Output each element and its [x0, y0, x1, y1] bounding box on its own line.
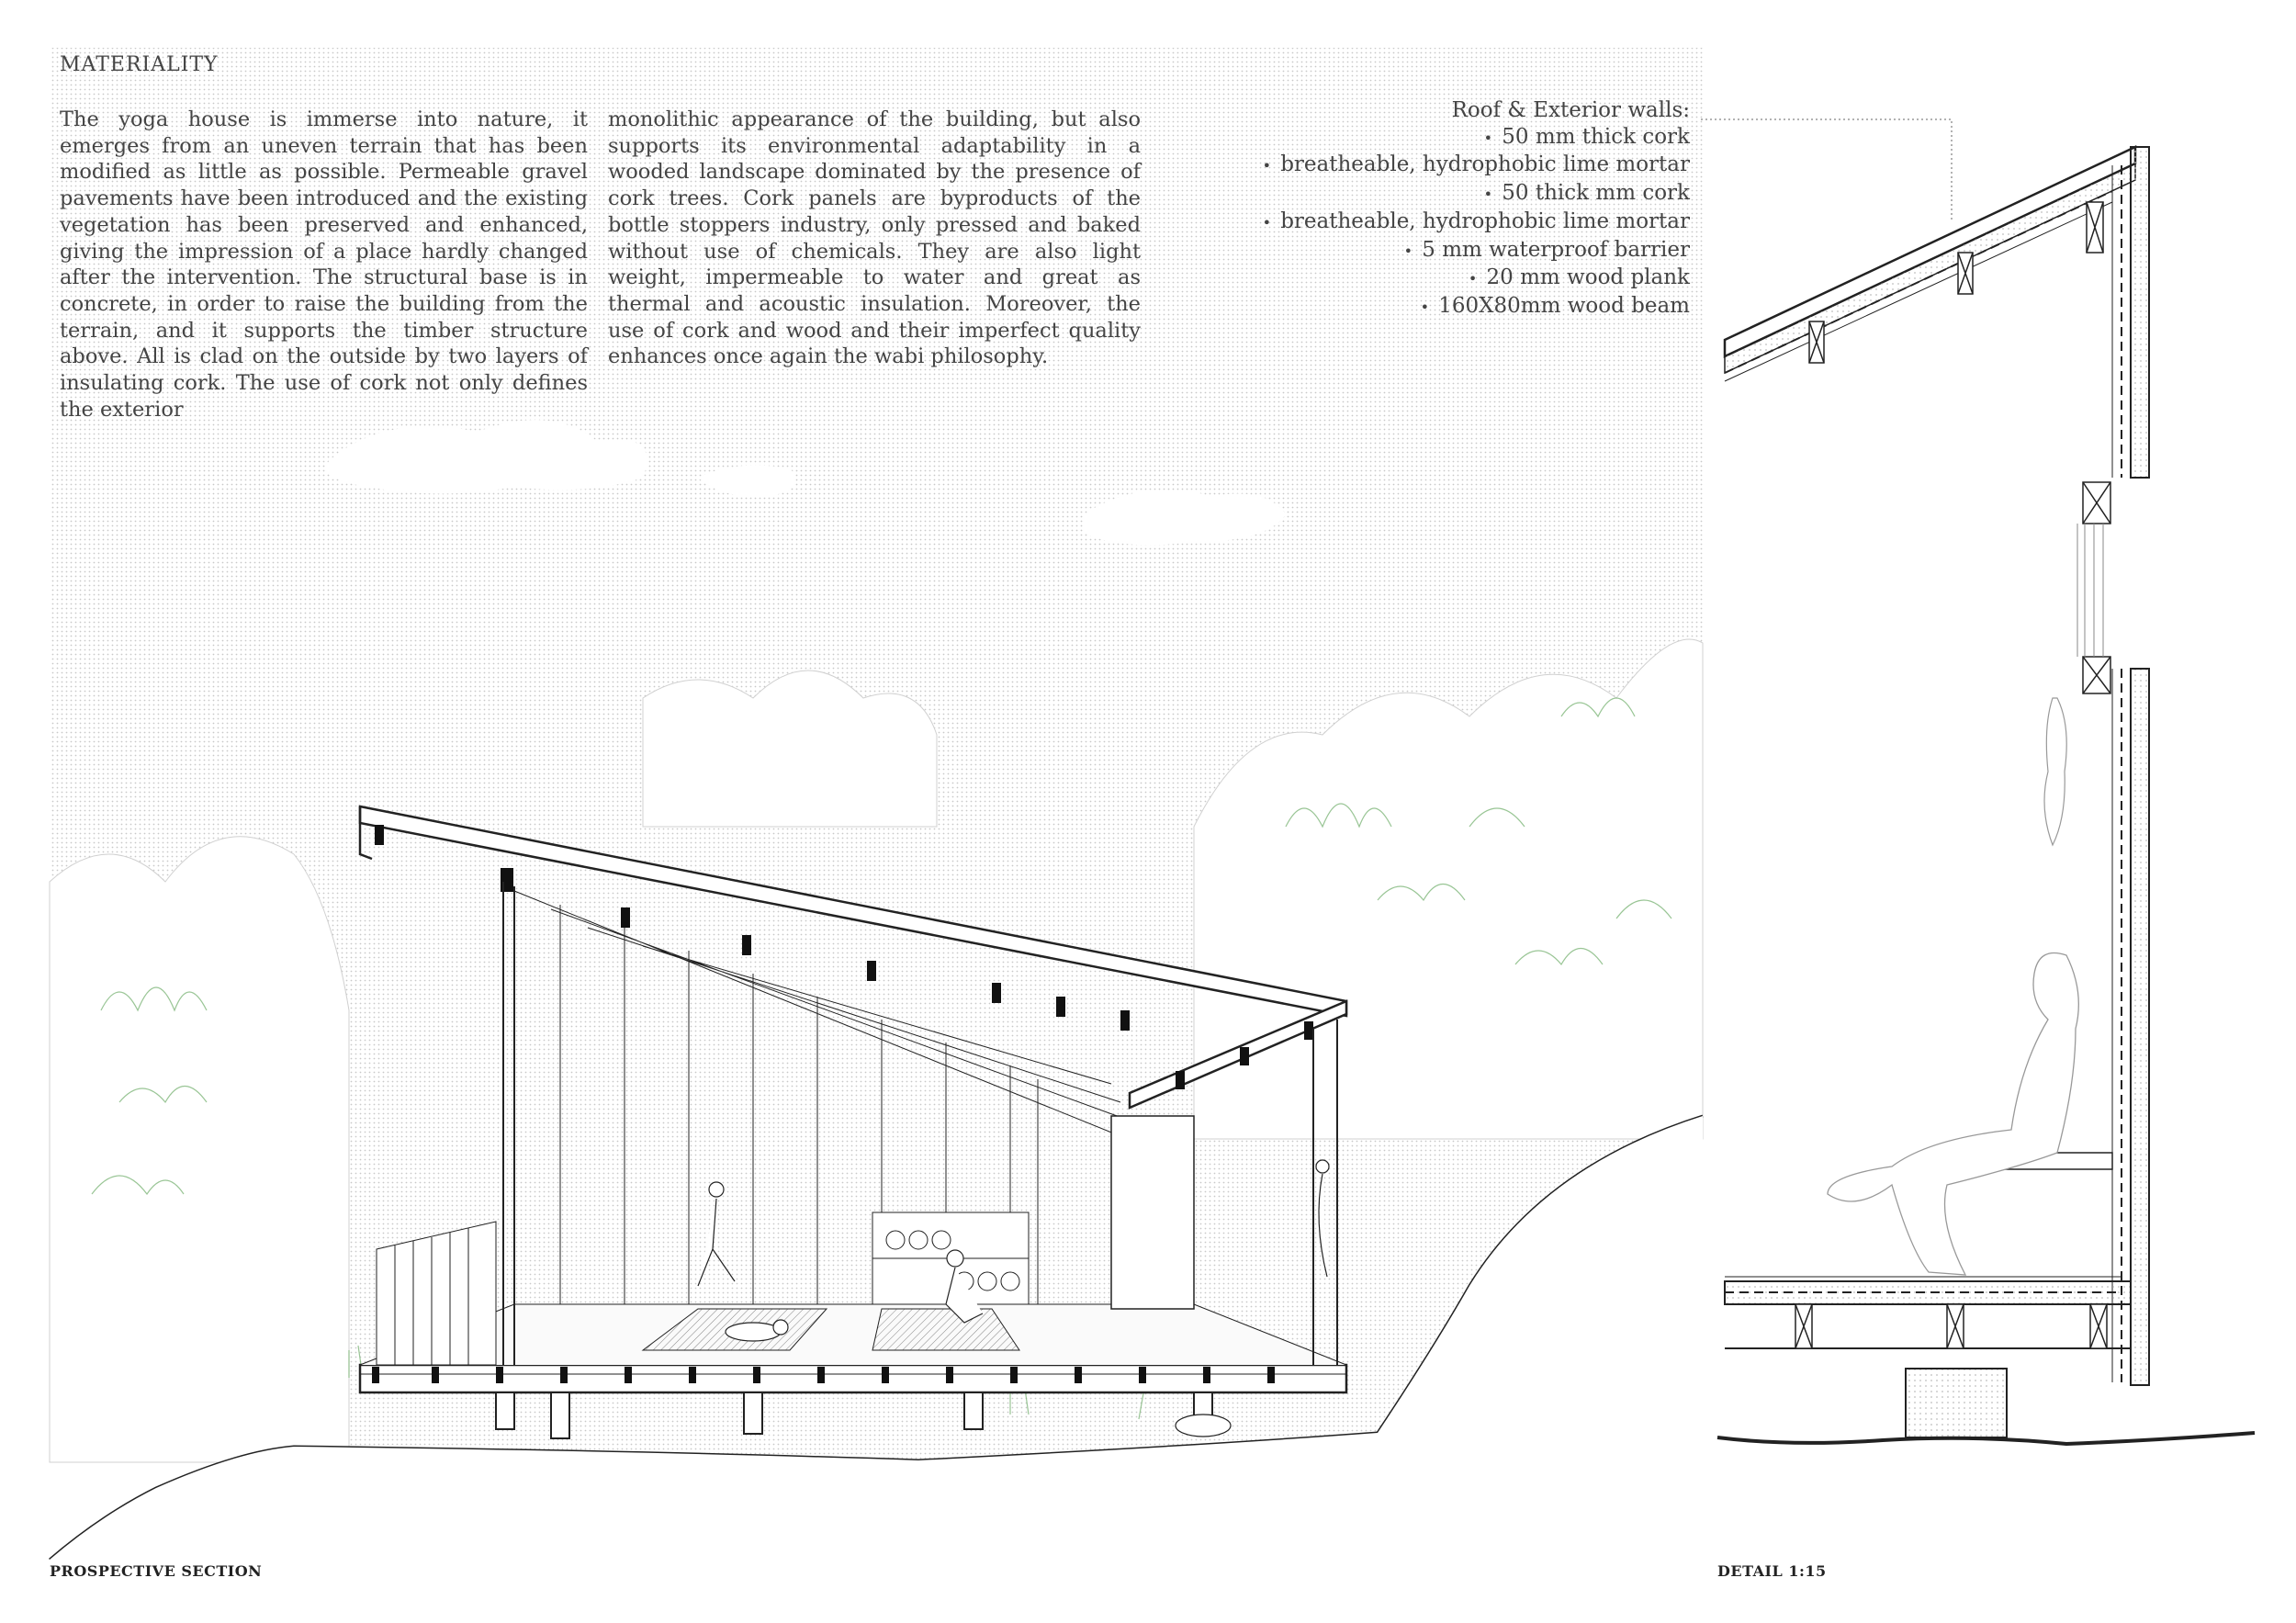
specification-heading: Roof & Exterior walls: [1451, 98, 1690, 122]
materiality-column-2: monolithic appearance of the building, b… [608, 107, 1141, 370]
layer-list: 50 mm thick cork breatheable, hydrophobi… [1263, 124, 1690, 321]
layer-item: 50 mm thick cork [1263, 124, 1690, 152]
layer-item: 5 mm waterproof barrier [1263, 237, 1690, 265]
detail-label: DETAIL 1:15 [1717, 1562, 1827, 1580]
layer-specification: Roof & Exterior walls: 50 mm thick cork … [1263, 97, 1690, 321]
materiality-paragraph-2: monolithic appearance of the building, b… [608, 107, 1141, 369]
house-section [358, 805, 1348, 1439]
layer-item: breatheable, hydrophobic lime mortar [1263, 209, 1690, 237]
materiality-paragraph-1: The yoga house is immerse into nature, i… [60, 107, 588, 422]
layer-item: 20 mm wood plank [1263, 265, 1690, 293]
materiality-column-1: The yoga house is immerse into nature, i… [60, 107, 588, 423]
materiality-title: MATERIALITY [60, 53, 219, 76]
detail-drawing [1701, 118, 2256, 1447]
layer-item: 160X80mm wood beam [1263, 293, 1690, 321]
layer-item: breatheable, hydrophobic lime mortar [1263, 152, 1690, 180]
layer-item: 50 thick mm cork [1263, 180, 1690, 209]
section-label: PROSPECTIVE SECTION [50, 1562, 263, 1580]
clouds [326, 420, 1286, 546]
